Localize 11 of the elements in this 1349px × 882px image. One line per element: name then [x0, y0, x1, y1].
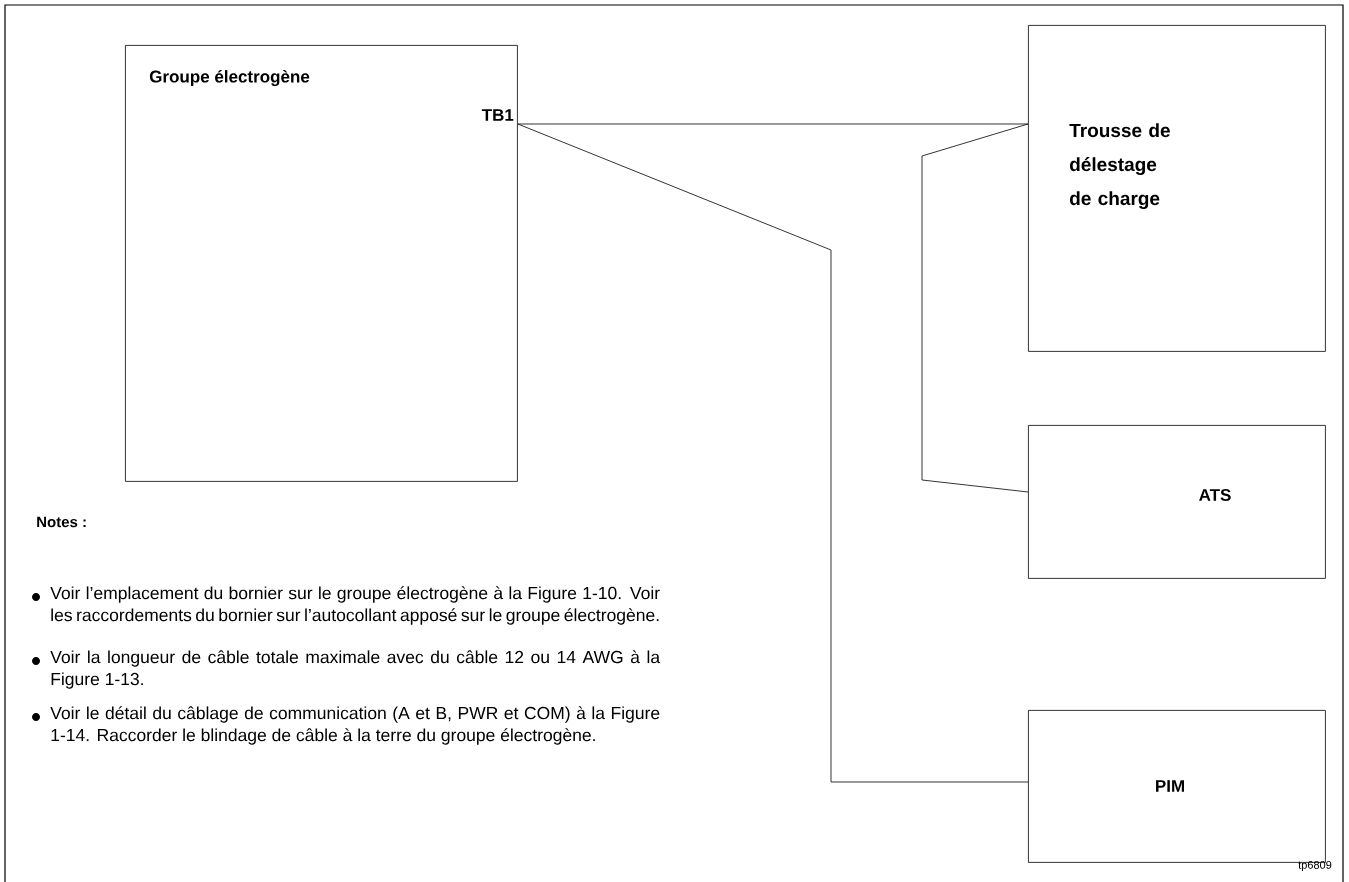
note-text: Voir l’emplacement du bornier sur le groupe électrogène à la Figure 1-10. Voir les raccordements du bornier sur l’autocollant apposé sur le groupe électrogène. — [50, 586, 660, 625]
cable-line — [921, 123, 1029, 493]
notes-heading: Notes : — [37, 516, 86, 528]
box: Trousse de délestage de charge — [1028, 25, 1326, 352]
cable-line — [517, 123, 1029, 125]
box: ATS — [1028, 425, 1326, 579]
note-text: Voir le détail du câblage de communication (A et B, PWR et COM) à la Figure 1-14. Raccorder le blindage de câble à la terre du groupe électrogène. — [50, 706, 660, 745]
figure-code: tp6809 — [1298, 861, 1332, 871]
note-text: Voir la longueur de câble totale maximale avec du câble 12 ou 14 AWG à la Figure 1-13. — [50, 650, 661, 689]
box: Groupe électrogène TB1 — [125, 45, 518, 482]
cable-line — [517, 123, 1029, 783]
